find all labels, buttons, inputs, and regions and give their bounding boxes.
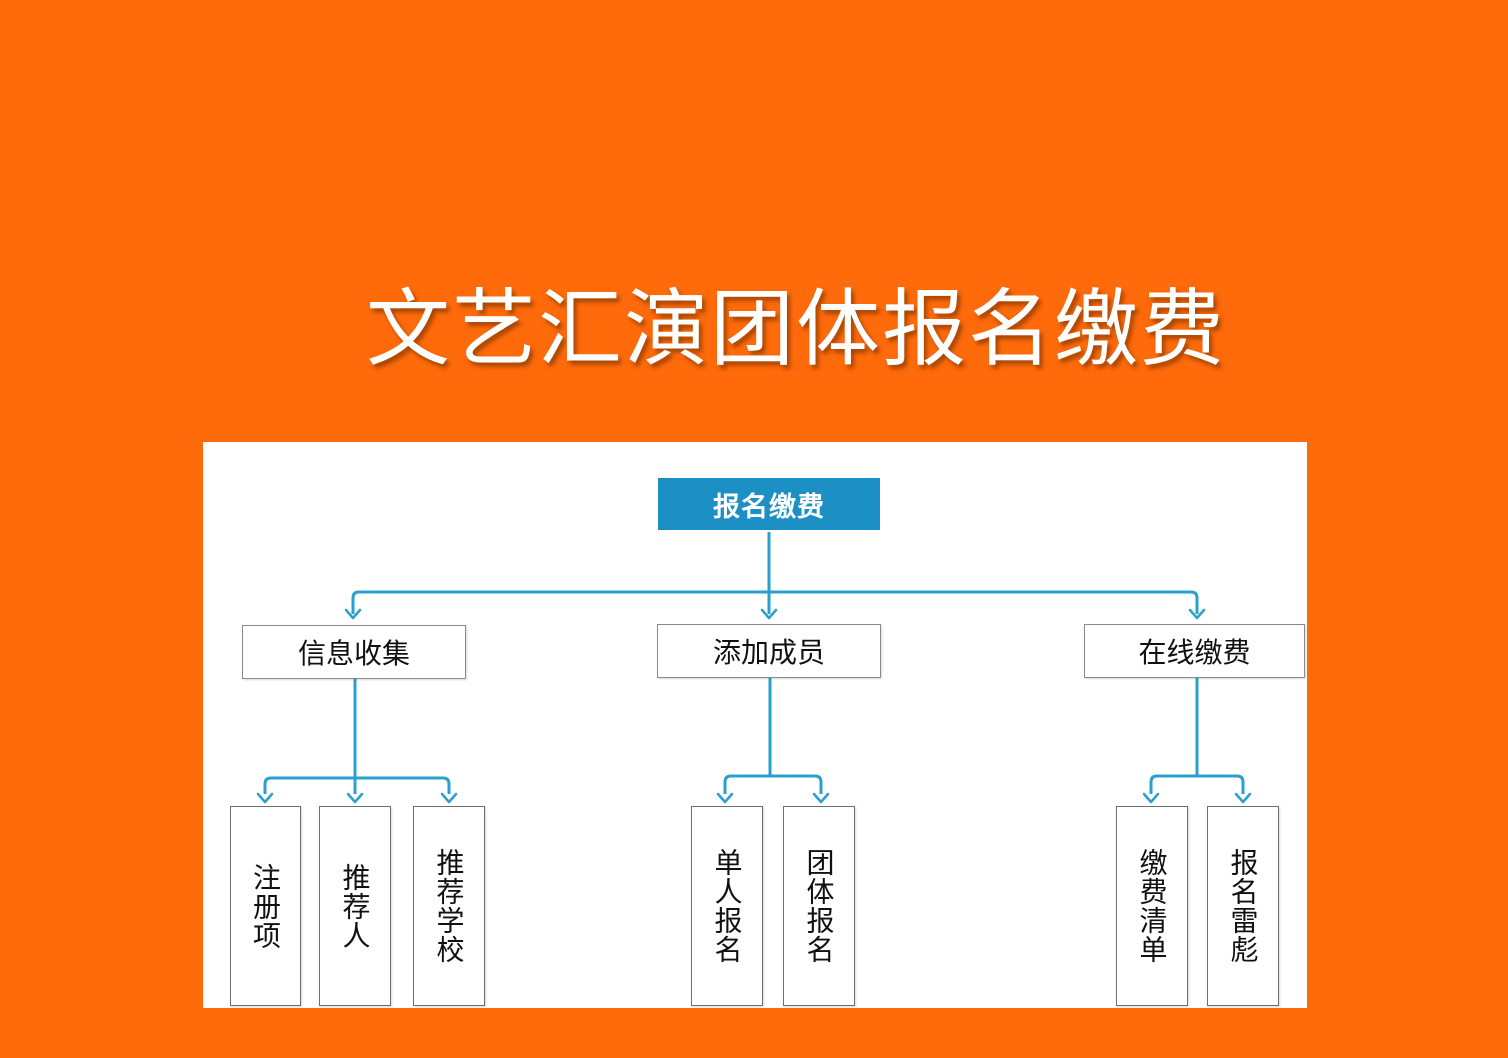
leaf-label: 推荐人	[338, 862, 372, 950]
root-node: 报名缴费	[658, 478, 880, 530]
leaf-node: 报名雷彪	[1207, 806, 1279, 1006]
branch-node-online-payment: 在线缴费	[1084, 624, 1305, 678]
leaf-label: 注册项	[249, 862, 282, 950]
leaf-node: 团体报名	[783, 806, 855, 1006]
leaf-node: 推荐学校	[413, 806, 485, 1006]
leaf-node: 缴费清单	[1116, 806, 1188, 1006]
leaf-label: 推荐学校	[432, 848, 466, 964]
leaf-label: 缴费清单	[1135, 848, 1169, 964]
leaf-label: 报名雷彪	[1226, 848, 1260, 964]
page-title: 文艺汇演团体报名缴费	[365, 280, 1226, 378]
leaf-node: 推荐人	[319, 806, 391, 1006]
leaf-node: 注册项	[230, 806, 301, 1006]
arrowheads	[256, 608, 1252, 804]
leaf-node: 单人报名	[691, 806, 763, 1006]
leaf-label: 单人报名	[710, 848, 744, 964]
branch-3-children-bar	[1149, 774, 1245, 794]
branch-1-children-bar	[263, 776, 451, 794]
branch-bar	[351, 590, 1199, 614]
branch-2-children-bar	[723, 774, 823, 794]
branch-node-info-collection: 信息收集	[242, 625, 466, 679]
connector-lines	[256, 532, 1252, 804]
org-chart-panel: 报名缴费 信息收集 添加成员 在线缴费 注册项 推荐人 推荐学校 单人报名 团体…	[203, 442, 1307, 1008]
leaf-label: 团体报名	[802, 848, 836, 964]
branch-node-add-members: 添加成员	[657, 624, 881, 678]
